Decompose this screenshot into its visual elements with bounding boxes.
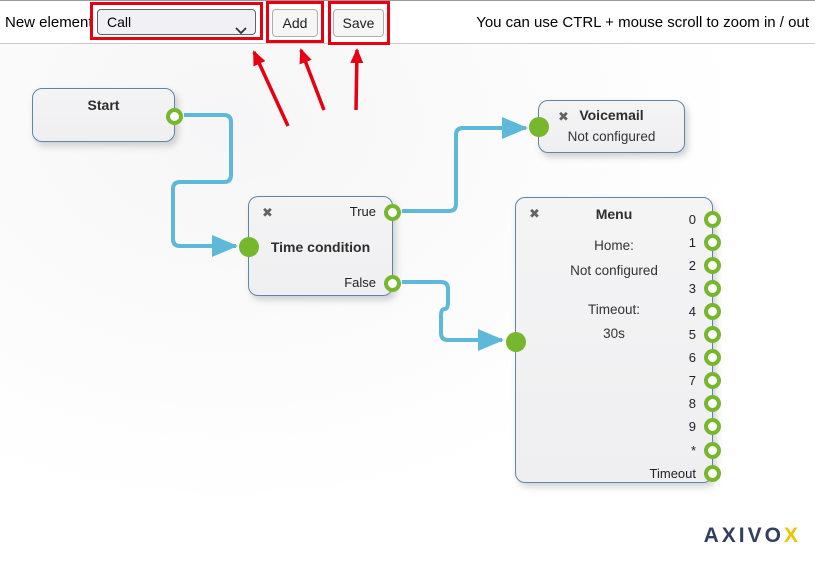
port-label: 0 (688, 212, 696, 227)
menu-output-port-3[interactable] (703, 280, 721, 297)
selected-element-value: Call (107, 14, 132, 30)
voicemail-input-port[interactable] (529, 117, 549, 137)
annotation-arrow-save (350, 48, 364, 111)
new-element-select[interactable]: Call (97, 9, 256, 35)
axivox-logo: AXIVOX (704, 524, 801, 548)
menu-output-port-6[interactable] (703, 349, 721, 366)
connector-start-to-timecondition (171, 113, 238, 257)
output-label-true: True (349, 204, 376, 219)
port-label: 9 (688, 419, 696, 434)
output-label-false: False (344, 275, 376, 290)
menu-output-port-2[interactable] (703, 257, 721, 274)
port-label: * (690, 443, 696, 458)
menu-port-row: 0 (516, 211, 721, 228)
menu-output-port-9[interactable] (703, 418, 721, 435)
toolbar: New element Call Add Save You can use CT… (0, 0, 815, 44)
menu-input-port[interactable] (506, 332, 526, 352)
close-icon[interactable]: ✖ (558, 109, 569, 124)
menu-port-row: 4 (516, 303, 721, 320)
port-label: 5 (688, 327, 696, 342)
save-button[interactable]: Save (333, 9, 384, 37)
close-icon[interactable]: ✖ (262, 205, 273, 220)
port-label: 4 (688, 304, 696, 319)
logo-main-text: AXIVO (703, 524, 784, 547)
node-time-condition[interactable]: ✖ True Time condition False (239, 196, 401, 296)
menu-port-row: 6 (516, 349, 721, 366)
chevron-down-icon (235, 18, 247, 42)
menu-output-port-0[interactable] (703, 211, 721, 228)
menu-port-row: 7 (516, 372, 721, 389)
node-menu[interactable]: ✖ Menu Home: Not configured Timeout: 30s… (506, 197, 721, 483)
zoom-hint-text: You can use CTRL + mouse scroll to zoom … (476, 14, 809, 31)
menu-port-row: 3 (516, 280, 721, 297)
close-icon[interactable]: ✖ (529, 206, 540, 221)
menu-home-value: Not configured (570, 263, 658, 278)
node-start[interactable]: Start (32, 88, 183, 142)
annotation-arrow-add (299, 48, 326, 111)
menu-output-port-star[interactable] (703, 442, 721, 459)
node-menu-title: Menu (595, 206, 633, 222)
port-label: 2 (688, 258, 696, 273)
node-voicemail-title: Voicemail (579, 107, 644, 123)
menu-port-row: Timeout (516, 465, 721, 482)
connector-false-to-menu (402, 280, 504, 351)
menu-timeout-value: 30s (603, 326, 625, 341)
menu-home-label: Home: (594, 238, 634, 253)
port-label: 7 (688, 373, 696, 388)
port-label: 1 (688, 235, 696, 250)
false-output-port[interactable] (383, 274, 401, 292)
menu-port-row: 5 (516, 326, 721, 343)
start-output-port[interactable] (165, 107, 183, 125)
time-condition-input-port[interactable] (239, 237, 259, 257)
menu-port-row: 1 (516, 234, 721, 251)
menu-timeout-label: Timeout: (587, 302, 641, 317)
annotation-arrow-select (252, 50, 290, 127)
menu-output-port-5[interactable] (703, 326, 721, 343)
menu-port-row: 8 (516, 395, 721, 412)
voicemail-status: Not configured (567, 129, 656, 144)
menu-output-port-8[interactable] (703, 395, 721, 412)
port-label: 6 (688, 350, 696, 365)
node-start-title: Start (87, 97, 120, 113)
node-voicemail[interactable]: ✖ Voicemail Not configured (529, 100, 685, 153)
connector-true-to-voicemail (402, 117, 528, 213)
menu-port-row: 9 (516, 418, 721, 435)
menu-output-port-7[interactable] (703, 372, 721, 389)
logo-accent-letter: X (783, 524, 801, 547)
new-element-label: New element (5, 14, 93, 31)
menu-output-port-4[interactable] (703, 303, 721, 320)
port-label: Timeout (649, 466, 696, 481)
true-output-port[interactable] (383, 203, 401, 221)
menu-output-port-1[interactable] (703, 234, 721, 251)
menu-output-port-timeout[interactable] (703, 465, 721, 482)
node-time-condition-title: Time condition (270, 239, 371, 255)
port-label: 3 (688, 281, 696, 296)
menu-port-row: * (516, 442, 721, 459)
menu-port-row: 2 (516, 257, 721, 274)
add-button[interactable]: Add (272, 9, 318, 37)
port-label: 8 (688, 396, 696, 411)
